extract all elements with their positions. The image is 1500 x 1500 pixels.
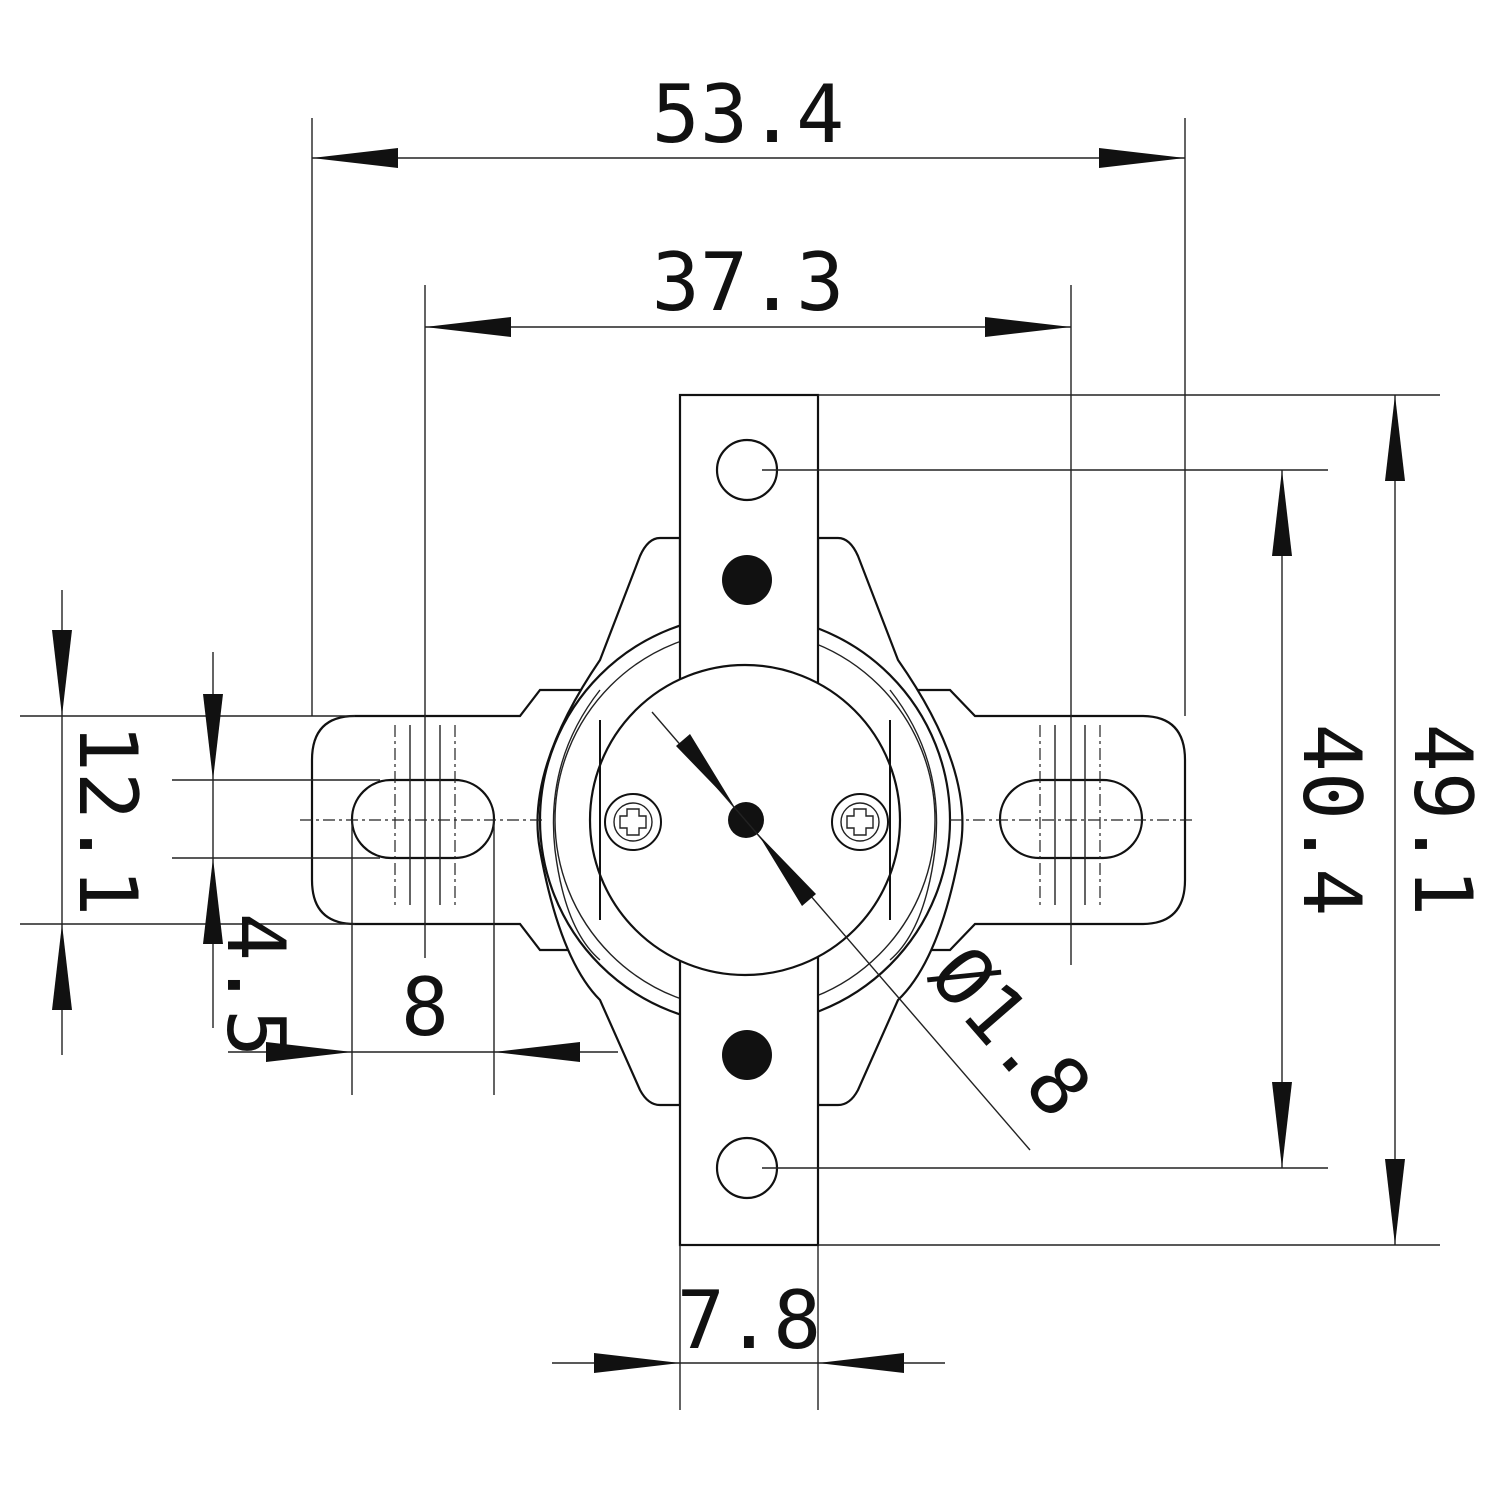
- dimension-mount-hole-spacing: 37.3: [424, 236, 1072, 965]
- slot-width-label: 4.5: [209, 913, 302, 1058]
- dimension-slot-length: 8: [228, 820, 618, 1095]
- terminal-hole-spacing-label: 40.4: [1285, 724, 1378, 917]
- dimension-overall-width: 53.4: [311, 68, 1186, 716]
- mount-hole-spacing-label: 37.3: [652, 236, 845, 329]
- dimension-overall-height: 49.1: [818, 394, 1489, 1246]
- slot-length-label: 8: [401, 961, 449, 1054]
- flange-height-label: 12.1: [61, 724, 154, 917]
- terminal-width-label: 7.8: [677, 1274, 822, 1367]
- right-ring-bevel: [889, 689, 938, 961]
- center-lines: [300, 725, 1195, 905]
- dimension-flange-height: 12.1: [20, 590, 355, 1055]
- dimension-terminal-hole-spacing: 40.4: [762, 469, 1378, 1169]
- center-hole-diameter-label: Ø1.8: [912, 929, 1109, 1135]
- overall-height-label: 49.1: [1396, 724, 1489, 917]
- left-mounting-slot: [350, 778, 496, 860]
- left-screw-icon: [604, 793, 662, 851]
- right-screw-icon: [831, 793, 889, 851]
- left-ring-bevel: [552, 689, 601, 961]
- overall-width-label: 53.4: [652, 68, 845, 161]
- top-rivet: [722, 555, 772, 605]
- bottom-rivet: [722, 1030, 772, 1080]
- dimension-terminal-width: 7.8: [552, 1245, 945, 1410]
- dimension-slot-width: 4.5: [172, 652, 380, 1057]
